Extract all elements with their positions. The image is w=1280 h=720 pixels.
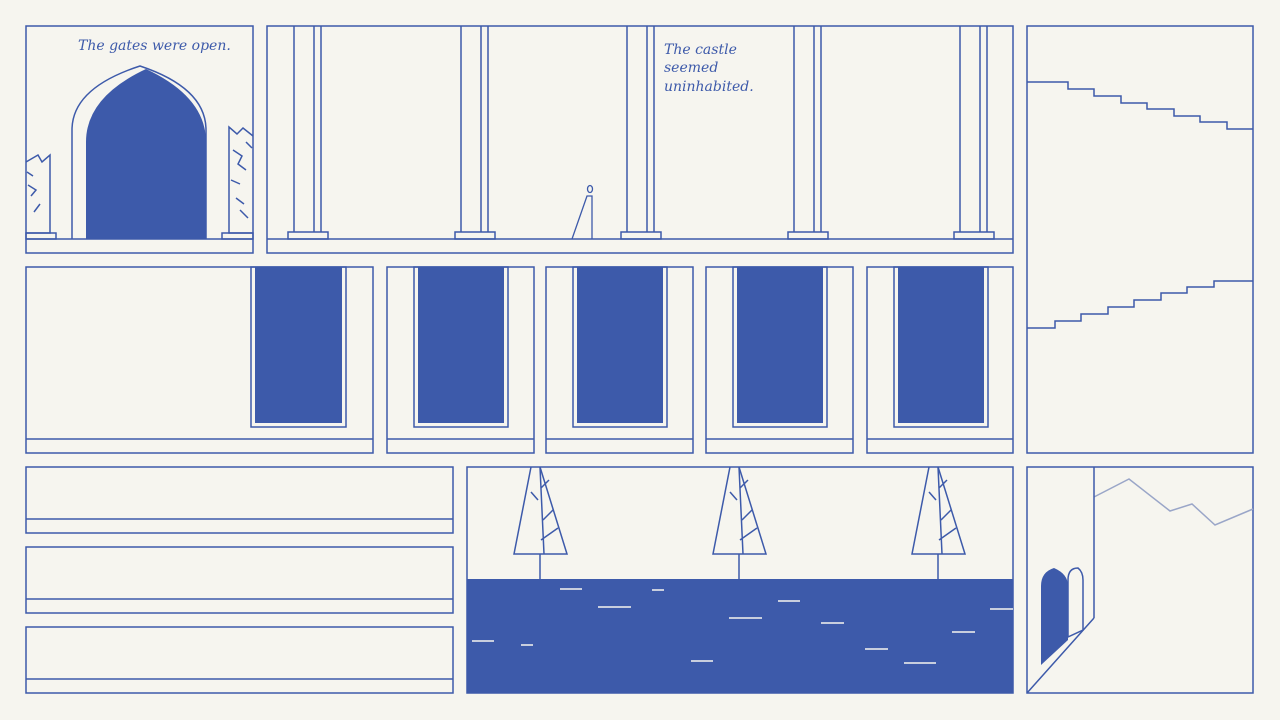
column bbox=[454, 26, 496, 240]
upper-staircase bbox=[1027, 81, 1253, 130]
tower-panel bbox=[1026, 466, 1254, 694]
empty-strip-panel bbox=[25, 466, 454, 534]
colonnade-panel bbox=[266, 25, 1014, 254]
window-hall-panel bbox=[25, 266, 374, 454]
lake-water bbox=[467, 579, 1013, 693]
window-panel bbox=[545, 266, 694, 454]
pine-tree bbox=[712, 466, 768, 579]
gate-doorway bbox=[86, 69, 206, 239]
caption-castle-line3: uninhabited. bbox=[664, 79, 754, 95]
caption-gates: The gates were open. bbox=[78, 38, 231, 54]
column bbox=[787, 26, 829, 240]
pine-tree bbox=[513, 466, 569, 579]
empty-strip-panel bbox=[25, 626, 454, 694]
stairs-panel bbox=[1026, 25, 1254, 454]
window-glass bbox=[737, 267, 823, 423]
lake-panel bbox=[466, 466, 1014, 694]
window-glass bbox=[898, 267, 984, 423]
caption-castle-line2: seemed bbox=[664, 60, 718, 76]
column bbox=[287, 26, 329, 240]
distant-mountains bbox=[1093, 478, 1254, 526]
empty-strip-panel bbox=[25, 546, 454, 614]
lower-staircase bbox=[1027, 280, 1253, 329]
column bbox=[620, 26, 662, 240]
pine-tree bbox=[911, 466, 967, 579]
tower-doorway bbox=[1041, 568, 1068, 665]
water-ripples bbox=[472, 588, 1013, 664]
window-panel bbox=[386, 266, 535, 454]
window-glass bbox=[255, 267, 342, 423]
window-glass bbox=[577, 267, 663, 423]
window-panel bbox=[705, 266, 854, 454]
traveler-figure bbox=[571, 184, 594, 240]
window-panel bbox=[866, 266, 1014, 454]
column bbox=[953, 26, 995, 240]
window-glass bbox=[418, 267, 504, 423]
caption-castle-line1: The castle bbox=[664, 42, 737, 58]
gate-panel bbox=[25, 25, 254, 254]
